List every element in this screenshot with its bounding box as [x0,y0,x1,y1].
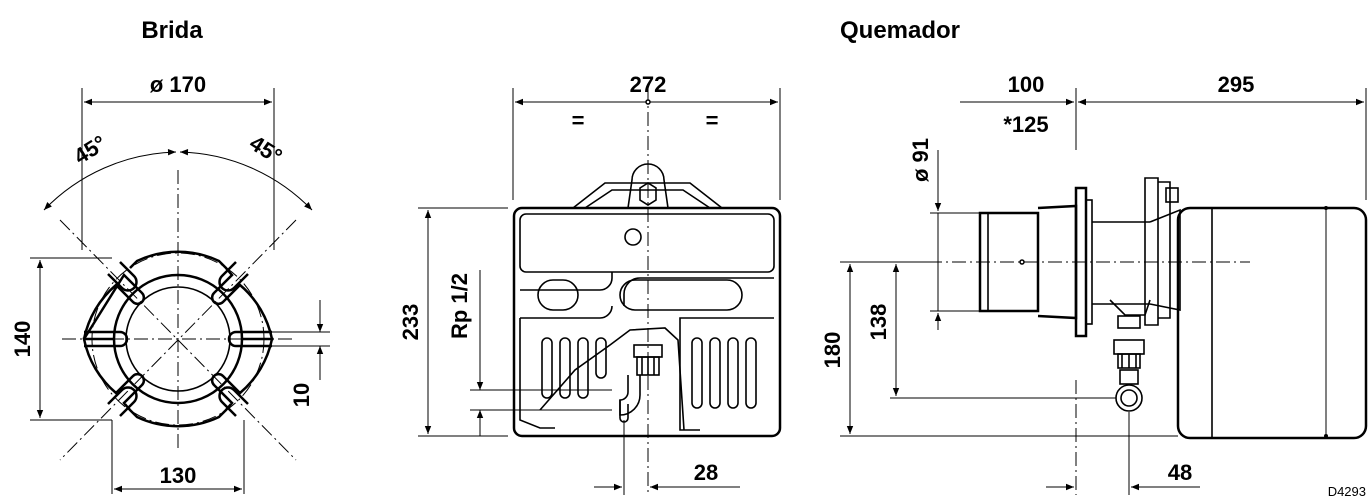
flange-slot-label: 10 [289,383,314,407]
angle-right-label: 45° [245,130,286,169]
front-width-label: 272 [630,72,667,97]
head-length-alt-label: *125 [1003,112,1048,137]
head-length-label: 100 [1008,72,1045,97]
front-view: 272 = = [398,72,782,495]
side-view: 100 *125 295 ø 91 [820,72,1368,495]
flange-title: Brida [141,17,203,44]
thread-label: Rp 1/2 [447,273,472,339]
drawing-code: D4293 [1328,484,1366,499]
flange-height-label: 140 [10,321,35,358]
axis-height-label: 180 [820,332,845,369]
equal-left-label: = [572,108,585,133]
head-diameter-label: ø 91 [908,138,933,182]
equal-right-label: = [706,108,719,133]
angle-left-label: 45° [69,130,110,169]
front-height-label: 233 [398,304,423,341]
fuel-offset-label: 48 [1168,460,1192,485]
burner-title: Quemador [840,17,960,44]
flange-view: ø 170 45° 45° 140 130 10 [10,72,330,494]
flange-width-label: 130 [160,463,197,488]
fuel-height-label: 138 [866,304,891,341]
front-offset-label: 28 [694,460,718,485]
body-length-label: 295 [1218,72,1255,97]
flange-diameter-label: ø 170 [150,72,206,97]
